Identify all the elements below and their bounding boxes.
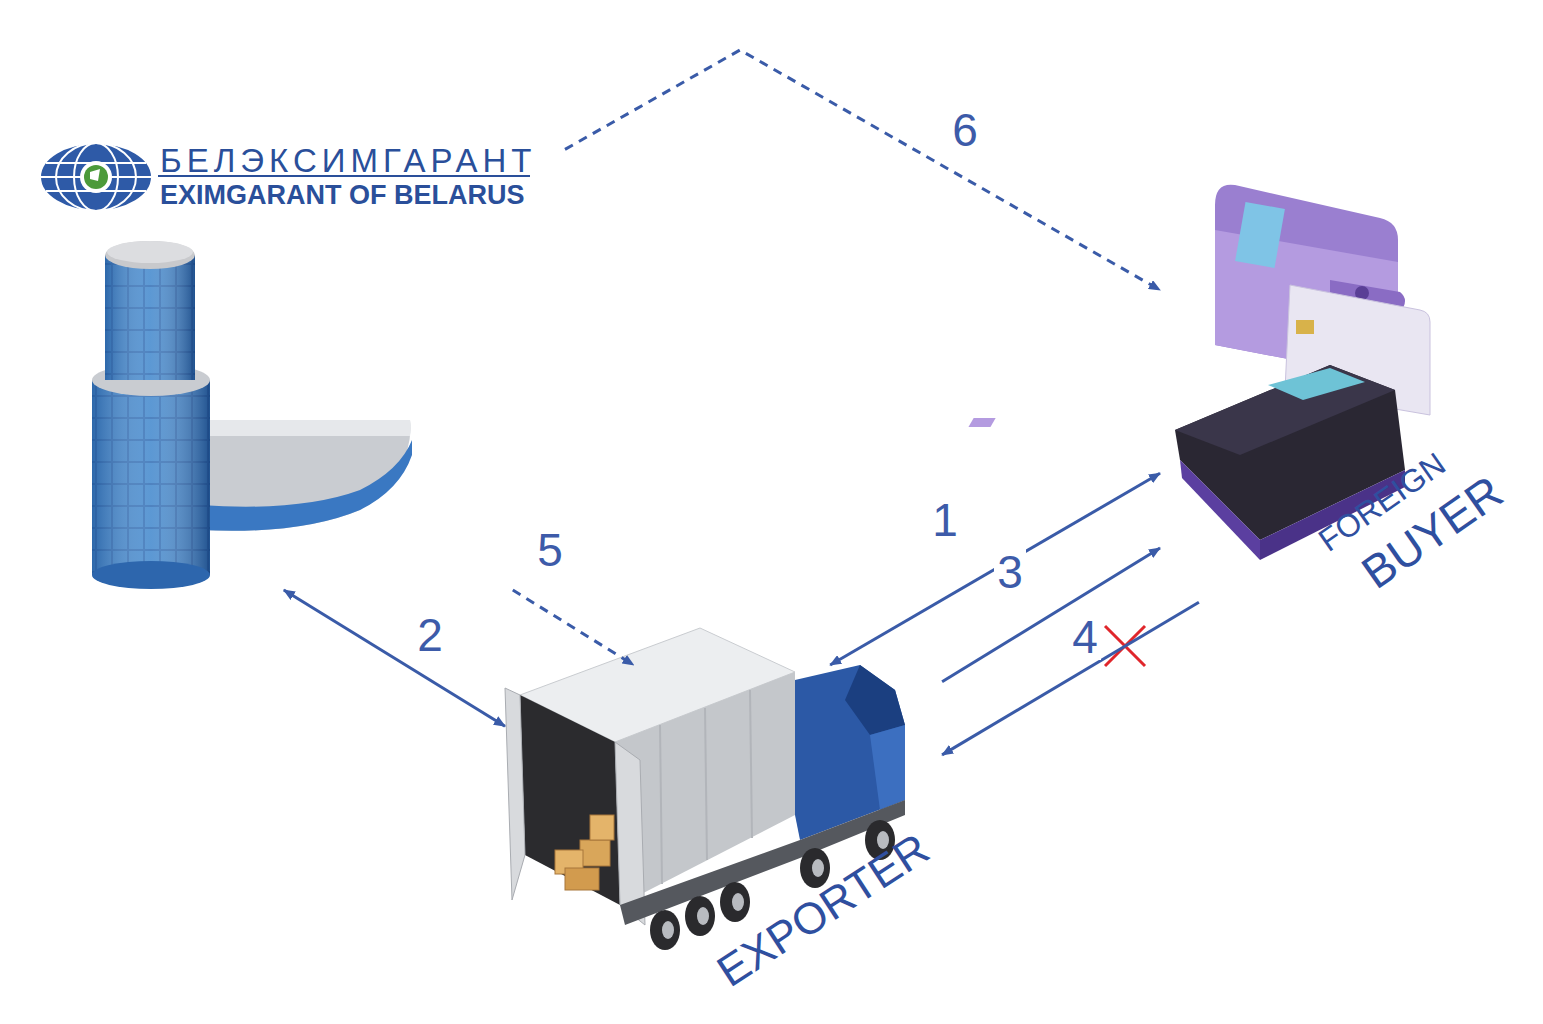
node-label: EXIMGARANT OF BELARUS xyxy=(160,182,525,209)
node-label: БЕЛЭКСИМГАРАНТ xyxy=(160,144,536,177)
connector-arrow xyxy=(513,590,634,665)
guarantor-node: БЕЛЭКСИМГАРАНТ EXIMGARANT OF BELARUS xyxy=(35,140,565,590)
callout-number: 3 xyxy=(994,549,1026,595)
exporter-node: EXPORTER xyxy=(505,665,942,1000)
buyer-node: FOREIGNBUYER xyxy=(1160,180,1520,602)
callout-number: 2 xyxy=(414,612,446,658)
connector-arrow xyxy=(942,602,1199,755)
callout-number: 4 xyxy=(1069,614,1101,660)
connector-arrow xyxy=(942,548,1160,682)
connector-arrow xyxy=(830,473,1160,665)
callout-number: 1 xyxy=(929,497,961,543)
callout-number: 6 xyxy=(949,107,981,153)
connector-arrow xyxy=(284,590,505,726)
building xyxy=(92,241,412,589)
node-label: EXPORTER xyxy=(710,826,936,994)
connector-arrow xyxy=(565,50,1160,290)
callout-number: 5 xyxy=(534,527,566,573)
